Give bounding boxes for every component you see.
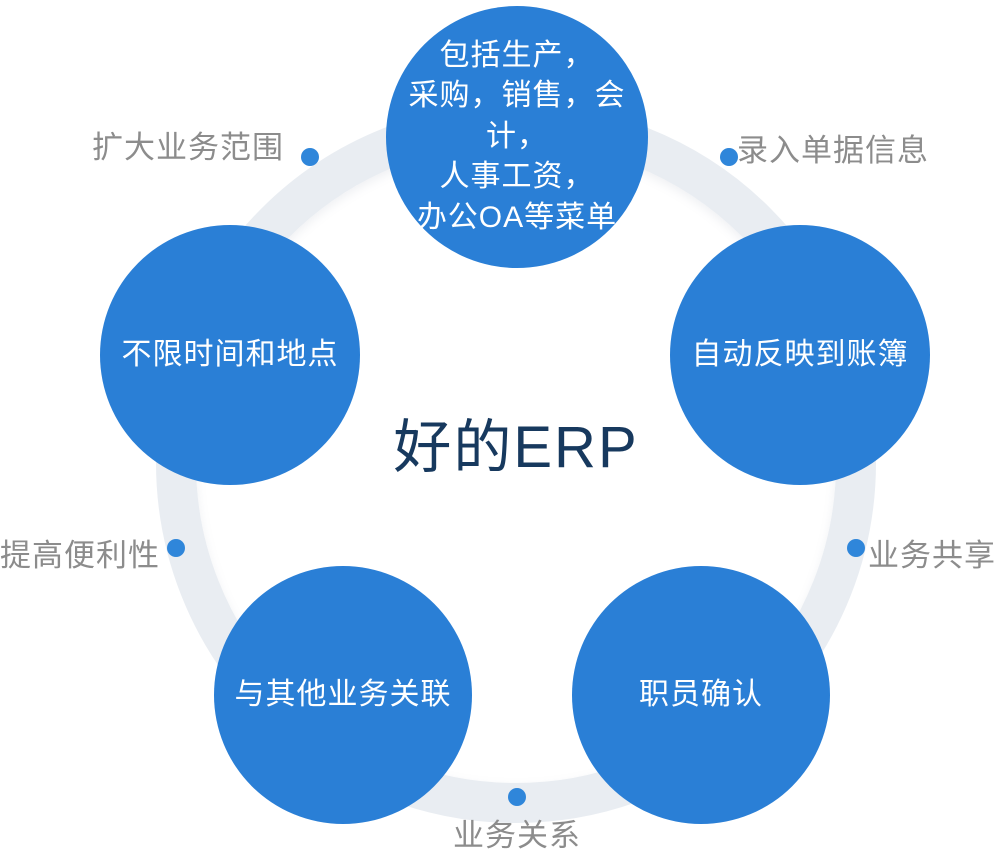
- node-anytime-anywhere: 不限时间和地点: [100, 225, 360, 485]
- node-menus-label: 包括生产， 采购，销售，会计， 人事工资， 办公OA等菜单: [408, 38, 626, 234]
- ring-dot-left: [167, 539, 185, 557]
- node-business-link: 与其他业务关联: [214, 566, 472, 824]
- outer-label-convenience: 提高便利性: [0, 538, 160, 573]
- node-menus: 包括生产， 采购，销售，会计， 人事工资， 办公OA等菜单: [386, 6, 648, 268]
- outer-label-enter-document: 录入单据信息: [737, 133, 929, 168]
- node-business-link-label: 与其他业务关联: [234, 677, 452, 711]
- node-anytime-anywhere-label: 不限时间和地点: [121, 337, 339, 371]
- ring-dot-top-right: [720, 148, 738, 166]
- ring-dot-top-left: [301, 148, 319, 166]
- node-auto-ledger-label: 自动反映到账簿: [691, 337, 909, 371]
- ring-dot-right: [847, 539, 865, 557]
- node-staff-confirm-label: 职员确认: [639, 677, 763, 711]
- node-staff-confirm: 职员确认: [572, 566, 830, 824]
- node-auto-ledger: 自动反映到账簿: [670, 225, 930, 485]
- ring-dot-bottom: [508, 788, 526, 806]
- outer-label-share-business: 业务共享: [868, 538, 996, 573]
- center-title: 好的ERP: [393, 415, 639, 480]
- outer-label-expand-scope: 扩大业务范围: [92, 130, 284, 165]
- outer-label-business-relation: 业务关系: [453, 818, 581, 853]
